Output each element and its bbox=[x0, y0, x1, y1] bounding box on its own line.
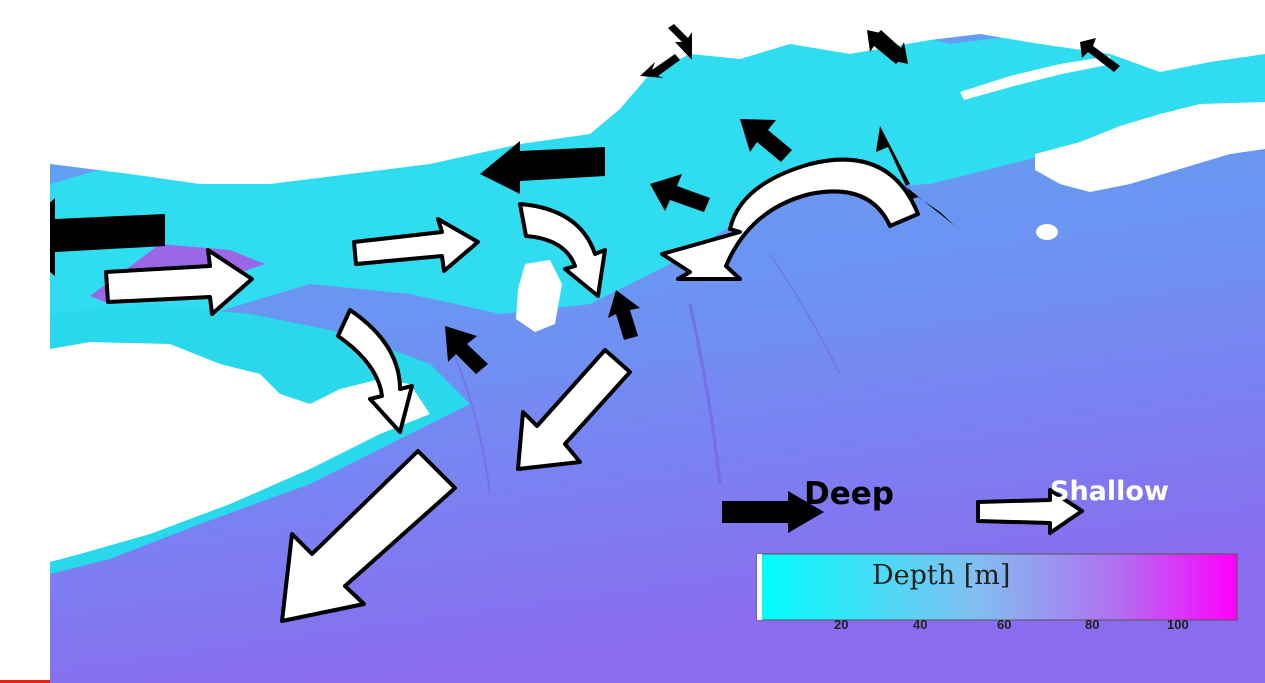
land-block-island bbox=[516, 260, 562, 332]
land-elizabeth-islands bbox=[960, 56, 1112, 100]
deep-arrow-small bbox=[1080, 38, 1120, 72]
land-north bbox=[50, 14, 1265, 184]
deep-arrow bbox=[608, 290, 640, 340]
colorbar-title: Depth [m] bbox=[872, 560, 1011, 591]
deep-arrow bbox=[876, 126, 955, 226]
channel-streak bbox=[769, 253, 841, 375]
deep-arrow bbox=[740, 119, 792, 162]
deep-arrow bbox=[445, 326, 488, 374]
colorbar-tick: 20 bbox=[834, 617, 849, 632]
land-nomans bbox=[1036, 224, 1058, 240]
legend-deep-arrow bbox=[722, 491, 824, 533]
shallow-arrow bbox=[104, 248, 254, 316]
deep-arrow-small bbox=[867, 30, 902, 64]
shallow-arrow bbox=[280, 449, 457, 623]
corner-mark bbox=[0, 680, 50, 683]
colorbar-tick: 40 bbox=[913, 617, 928, 632]
legend-shallow-label: Shallow bbox=[1050, 476, 1169, 507]
shallow-arrow bbox=[352, 217, 480, 273]
colorbar-min-marker bbox=[757, 554, 762, 620]
shallow-arrow-curved bbox=[518, 202, 607, 298]
land-long-island bbox=[50, 342, 430, 562]
shallow-water-north bbox=[50, 14, 1265, 344]
channel-streak bbox=[688, 303, 722, 485]
shallow-arrow bbox=[516, 348, 632, 471]
legend-shallow-arrow bbox=[976, 488, 1084, 535]
map-canvas bbox=[50, 14, 1265, 683]
colorbar bbox=[756, 553, 1238, 621]
deep-arrow-small bbox=[640, 54, 680, 78]
land-island-west bbox=[158, 360, 200, 398]
shallow-arrow-curved bbox=[660, 157, 920, 281]
colorbar-tick: 100 bbox=[1167, 617, 1189, 632]
legend-deep-label: Deep bbox=[804, 476, 894, 512]
deep-arrow-small bbox=[875, 30, 908, 64]
deep-arrow-small bbox=[668, 24, 692, 60]
land-martha-vineyard bbox=[1035, 102, 1265, 192]
channel-streak bbox=[449, 343, 491, 495]
colorbar-tick: 80 bbox=[1085, 617, 1100, 632]
deep-arrow bbox=[480, 141, 605, 194]
colorbar-tick: 60 bbox=[997, 617, 1012, 632]
shallow-arrow-curved bbox=[336, 308, 414, 434]
deep-arrow bbox=[650, 174, 710, 212]
deep-arrow bbox=[50, 198, 165, 276]
depth-map bbox=[50, 14, 1265, 683]
